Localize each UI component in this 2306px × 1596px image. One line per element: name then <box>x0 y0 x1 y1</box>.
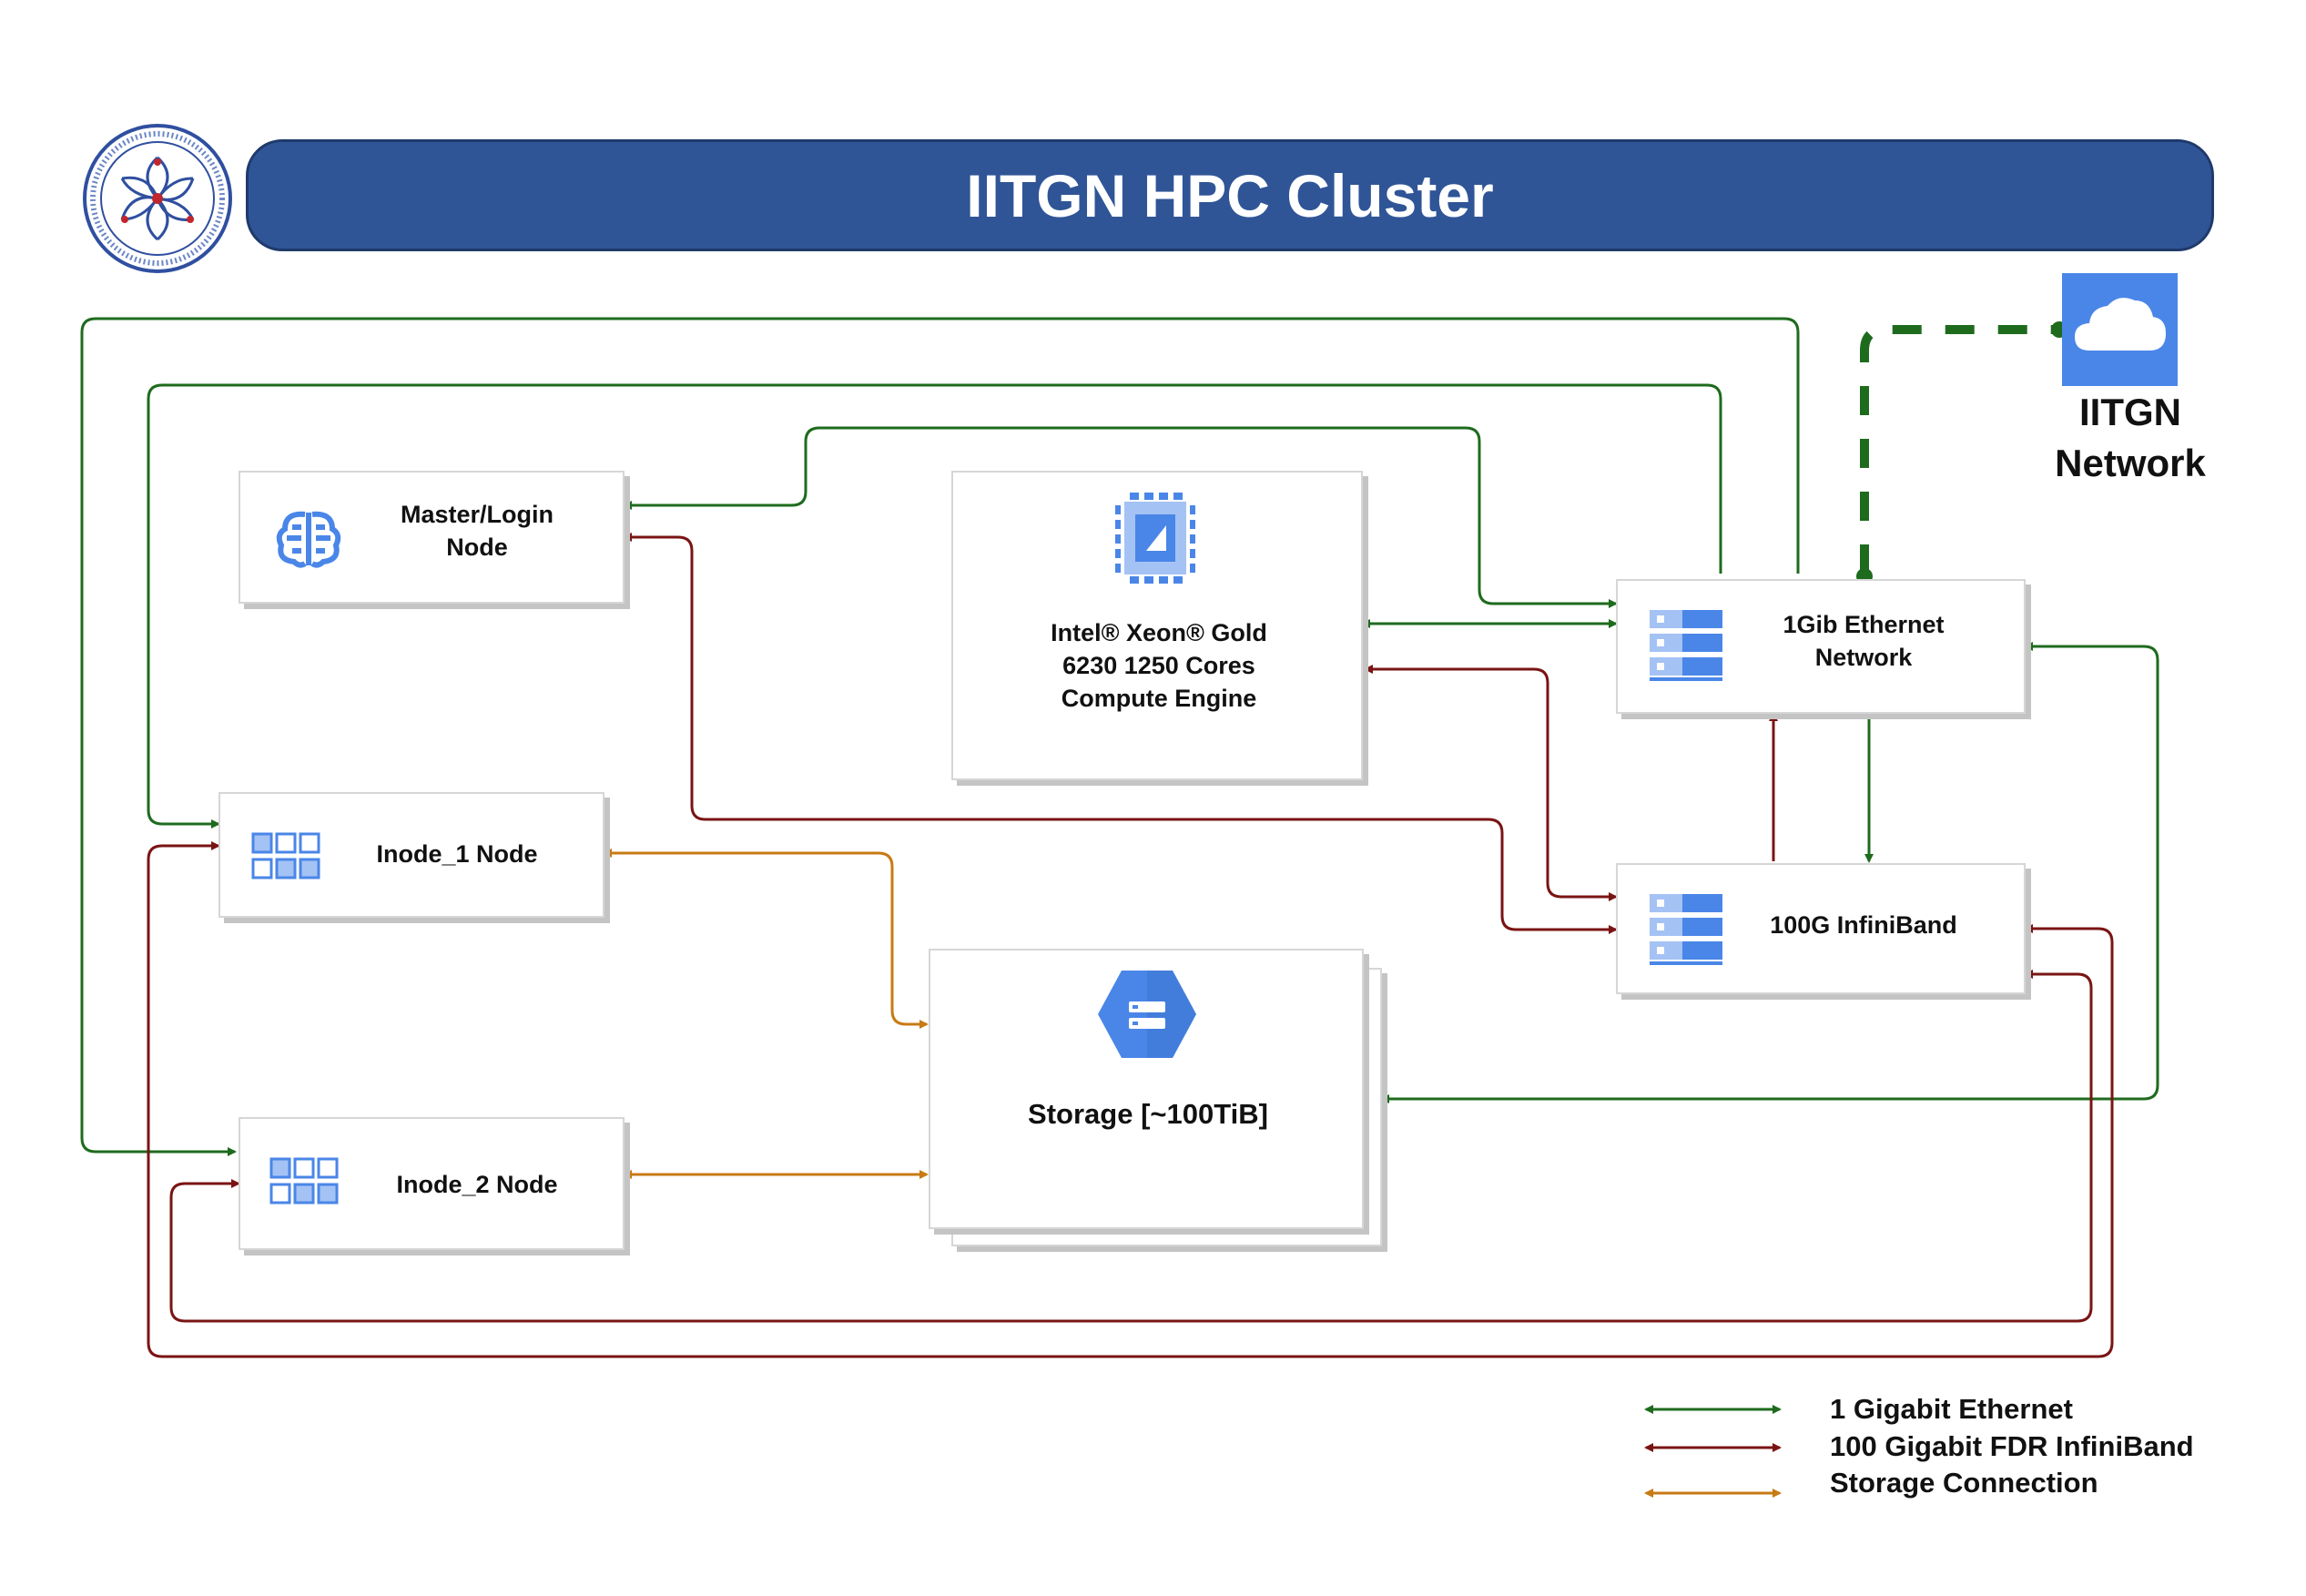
server-rack-icon <box>1650 610 1722 681</box>
inode2-node[interactable]: Inode_2 Node <box>239 1117 625 1250</box>
brain-icon <box>276 511 341 568</box>
eth-line-ethernet-inode2 <box>80 317 1800 1156</box>
database-hexagon-icon <box>1098 971 1196 1058</box>
ethernet-node-label: 1Gib Ethernet Network <box>1783 611 1945 671</box>
ib-line-infiniband-compute <box>1364 665 1618 901</box>
legend-label-ethernet: 1 Gigabit Ethernet <box>1830 1393 2073 1425</box>
network-label: IITGN Network <box>2055 391 2206 484</box>
inode1-node-label: Inode_1 Node <box>376 840 538 868</box>
page-title: IITGN HPC Cluster <box>966 161 1494 229</box>
eth-line-ethernet-storage <box>1380 642 2159 1103</box>
infiniband-node-label: 100G InfiniBand <box>1770 911 1957 939</box>
server-rack-icon <box>1650 894 1722 965</box>
legend-label-infiniband: 100 Gigabit FDR InfiniBand <box>1830 1430 2194 1462</box>
compute-node-label: Intel® Xeon® Gold 6230 1250 Cores Comput… <box>1051 619 1267 712</box>
infiniband-node[interactable]: 100G InfiniBand <box>1616 863 2026 994</box>
eth-line-ethernet-inode1 <box>147 383 1722 828</box>
storage-node[interactable]: Storage [~100TiB] <box>929 949 1364 1229</box>
master-node-label: Master/Login Node <box>400 501 554 561</box>
grid-blocks-icon <box>251 832 320 879</box>
storage-line-inode1 <box>603 849 929 1029</box>
iitgn-seal-logo <box>83 124 232 273</box>
network-uplink-dashed <box>1860 325 2059 574</box>
legend-label-storage: Storage Connection <box>1830 1467 2098 1499</box>
cpu-chip-icon <box>1115 493 1195 584</box>
inode2-node-label: Inode_2 Node <box>396 1171 558 1198</box>
ib-line-infiniband-inode1 <box>147 841 2114 1358</box>
ethernet-network-node[interactable]: 1Gib Ethernet Network <box>1616 579 2026 714</box>
master-login-node[interactable]: Master/Login Node <box>239 471 625 604</box>
storage-node-label: Storage [~100TiB] <box>1028 1098 1268 1130</box>
grid-blocks-icon <box>269 1157 339 1205</box>
cloud-icon <box>2062 273 2178 386</box>
compute-engine-node[interactable]: Intel® Xeon® Gold 6230 1250 Cores Comput… <box>951 471 1363 780</box>
title-banner: IITGN HPC Cluster <box>246 139 2214 251</box>
ib-line-infiniband-inode2 <box>169 970 2093 1323</box>
inode1-node[interactable]: Inode_1 Node <box>218 792 604 918</box>
